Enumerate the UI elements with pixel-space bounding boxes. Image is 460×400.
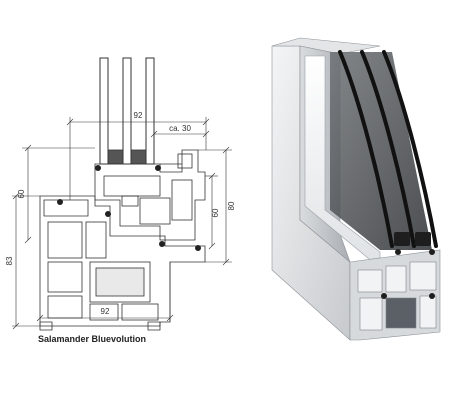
dimension-labels: 92 ca. 30 60 83 60 80 92 [5, 111, 236, 316]
dim-glass-rebate: ca. 30 [169, 124, 191, 133]
dim-right-total-height: 80 [227, 201, 236, 210]
dim-right-inner-height: 60 [211, 208, 220, 217]
frame-top-edge [271, 37, 381, 55]
sash-profile [94, 149, 206, 241]
figure-caption: Salamander Bluevolution [38, 334, 147, 344]
dimension-lines [12, 117, 232, 330]
sash-inner-reveal [304, 55, 381, 269]
dim-bottom-width: 92 [101, 307, 110, 316]
glass-panes [99, 57, 155, 165]
cross-section-drawing [39, 57, 206, 331]
bottom-profile-chambers [357, 261, 437, 331]
corner-render-3d [271, 37, 441, 341]
dim-left-sash-height: 60 [17, 189, 26, 198]
dim-top-width: 92 [134, 111, 143, 120]
seals [57, 165, 201, 251]
glass-spacers [107, 149, 147, 165]
render-seals [381, 249, 435, 299]
frame-profile [39, 195, 206, 331]
glass-pane-edges [338, 50, 438, 248]
dim-left-total-height: 83 [5, 256, 14, 265]
render-spacers [394, 232, 431, 246]
